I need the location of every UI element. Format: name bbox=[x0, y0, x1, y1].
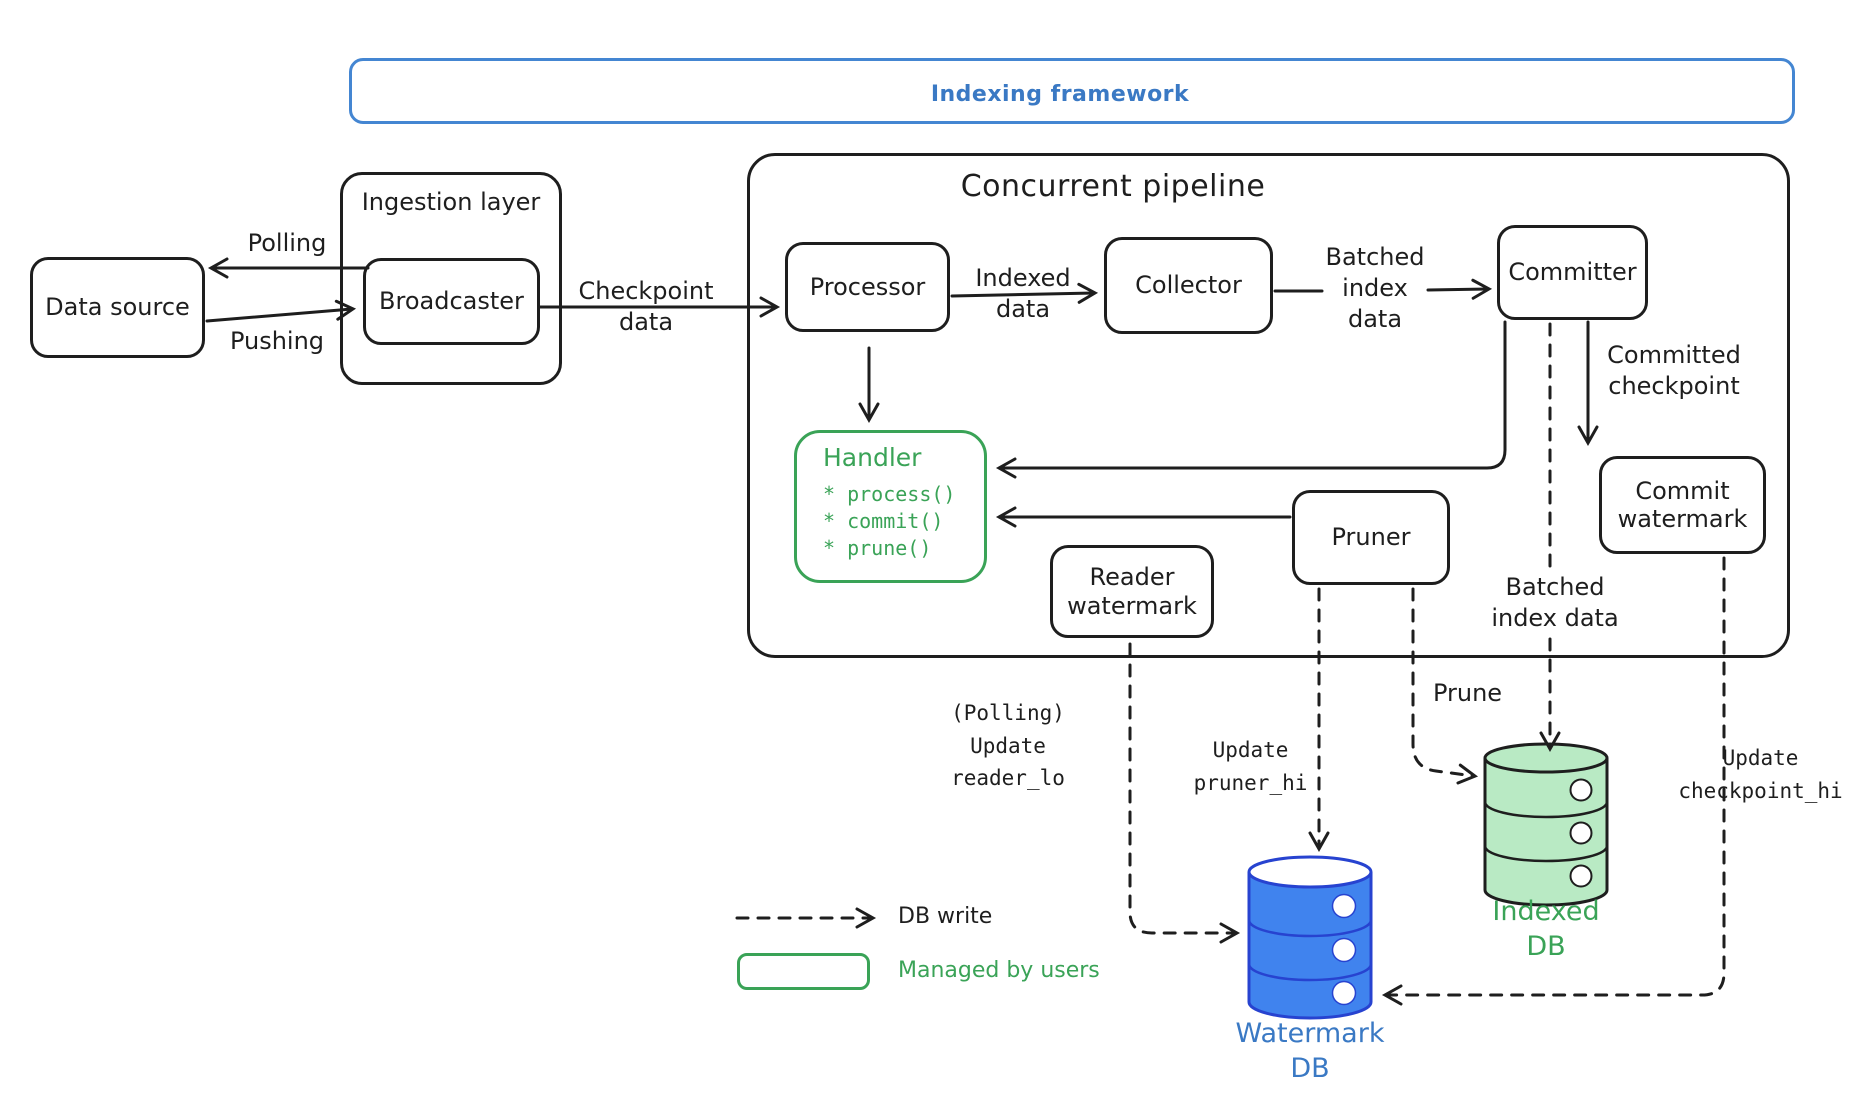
node-processor: Processor bbox=[785, 242, 950, 332]
update-reader-lo-label: (Polling) Update reader_lo bbox=[951, 701, 1065, 791]
indexed-data-label: Indexed data bbox=[975, 264, 1071, 324]
handler-methods: * process() * commit() * prune() bbox=[823, 481, 984, 562]
node-commit-watermark: Commit watermark bbox=[1599, 456, 1766, 554]
legend-managed-by-users-label: Managed by users bbox=[898, 958, 1100, 983]
arrow-prune bbox=[1411, 587, 1479, 785]
ingestion-layer-container bbox=[340, 172, 562, 385]
commit-watermark-label: Commit watermark bbox=[1617, 476, 1748, 533]
concurrent-pipeline-label: Concurrent pipeline bbox=[960, 169, 1266, 204]
indexed-db-cylinder bbox=[1483, 742, 1609, 907]
data-source-label: Data source bbox=[45, 293, 190, 322]
batched-index-data-label-2: Batched index data bbox=[1480, 572, 1630, 635]
reader-watermark-label: Reader watermark bbox=[1067, 563, 1197, 620]
legend-managed-box bbox=[737, 953, 870, 990]
handler-method-commit: * commit() bbox=[823, 509, 944, 533]
committed-checkpoint-label: Committed checkpoint bbox=[1607, 341, 1741, 401]
node-reader-watermark: Reader watermark bbox=[1050, 545, 1214, 638]
legend-db-write-label: DB write bbox=[898, 904, 993, 929]
collector-label: Collector bbox=[1135, 271, 1242, 300]
indexed-db-label: Indexed DB bbox=[1492, 896, 1600, 963]
pruner-label: Pruner bbox=[1331, 523, 1411, 552]
node-pruner: Pruner bbox=[1292, 490, 1450, 585]
arrow-pushing bbox=[205, 299, 357, 323]
concurrent-pipeline-container bbox=[747, 153, 1790, 658]
node-collector: Collector bbox=[1104, 237, 1273, 334]
node-broadcaster: Broadcaster bbox=[363, 258, 540, 345]
node-data-source: Data source bbox=[30, 257, 205, 358]
update-pruner-hi-label: Update pruner_hi bbox=[1193, 738, 1308, 795]
arrow-update-checkpoint-hi bbox=[1381, 556, 1726, 1006]
committer-label: Committer bbox=[1508, 258, 1637, 287]
handler-method-prune: * prune() bbox=[823, 536, 932, 560]
update-checkpoint-hi-label: Update checkpoint_hi bbox=[1678, 746, 1843, 803]
indexing-framework-title: Indexing framework bbox=[930, 82, 1190, 107]
polling-label: Polling bbox=[247, 229, 327, 257]
node-committer: Committer bbox=[1497, 225, 1648, 320]
arrow-collector-committer-b bbox=[1426, 278, 1493, 300]
handler-title: Handler bbox=[823, 443, 922, 472]
watermark-db-cylinder bbox=[1247, 855, 1373, 1020]
pushing-label: Pushing bbox=[229, 327, 325, 355]
arrow-committer-handler bbox=[995, 320, 1507, 479]
checkpoint-data-label: Checkpoint data bbox=[578, 277, 714, 337]
arrow-processor-collector bbox=[950, 282, 1099, 304]
node-handler: Handler * process() * commit() * prune() bbox=[794, 430, 987, 583]
batched-index-data-label: Batched index data bbox=[1325, 243, 1425, 334]
indexing-framework-container bbox=[349, 58, 1795, 124]
prune-label: Prune bbox=[1432, 679, 1503, 707]
ingestion-layer-label: Ingestion layer bbox=[361, 188, 541, 216]
watermark-db-label: Watermark DB bbox=[1235, 1018, 1385, 1085]
handler-method-process: * process() bbox=[823, 482, 956, 506]
processor-label: Processor bbox=[809, 272, 926, 301]
broadcaster-label: Broadcaster bbox=[379, 287, 524, 316]
arrow-update-reader-lo bbox=[1128, 642, 1241, 944]
